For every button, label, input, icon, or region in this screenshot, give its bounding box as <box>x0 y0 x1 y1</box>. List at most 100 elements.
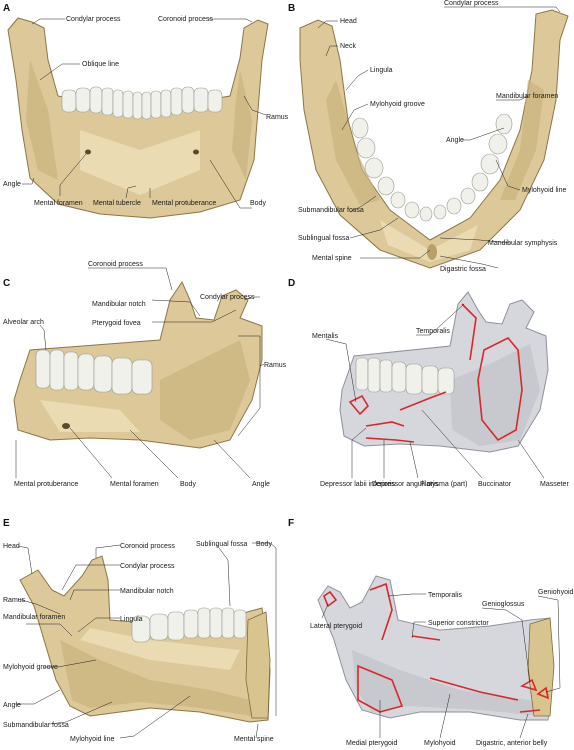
label-e-sublingual-fossa: Sublingual fossa <box>196 541 247 548</box>
temporalis-outline <box>461 303 477 361</box>
teeth-row-a <box>61 86 223 120</box>
temporalis-outline-f <box>369 582 393 641</box>
depressor-labii-outline <box>365 421 405 427</box>
label-c-alveolar-arch: Alveolar arch <box>3 319 44 326</box>
label-d-mentalis: Mentalis <box>312 333 339 340</box>
label-b-condylar-process: Condylar process <box>444 0 499 7</box>
label-c-ramus: Ramus <box>264 362 287 369</box>
label-e-condylar-process: Condylar process <box>120 563 175 570</box>
label-f-digastric-anterior-belly: Digastric, anterior belly <box>476 740 548 747</box>
label-a-coronoid-process: Coronoid process <box>158 16 213 23</box>
label-e-lingula: Lingula <box>120 616 143 623</box>
label-c-angle: Angle <box>252 481 270 488</box>
mandible-posterior-illustration <box>299 9 569 269</box>
label-c-mandibular-notch: Mandibular notch <box>92 301 146 308</box>
label-f-lateral-pterygoid: Lateral pterygoid <box>310 623 362 630</box>
label-d-buccinator: Buccinator <box>478 481 512 488</box>
label-e-body: Body <box>256 541 272 548</box>
label-e-mylohyoid-groove: Mylohyoid groove <box>3 664 58 671</box>
teeth-row-d <box>355 357 455 395</box>
label-b-sublingual-fossa: Sublingual fossa <box>298 235 349 242</box>
mandible-lateral-muscles-illustration <box>339 291 549 453</box>
symphysis-section-e <box>245 611 271 719</box>
label-e-submandibular-fossa: Submandibular fossa <box>3 722 69 729</box>
label-d-platysma: Platysma (part) <box>420 481 467 488</box>
geniohyoid-outline <box>536 686 550 700</box>
label-d-depressor-labii-inferioris: Depressor labii inferioris <box>320 481 396 488</box>
superior-constrictor-outline <box>411 635 441 641</box>
teeth-row-b <box>351 113 513 222</box>
label-a-angle: Angle <box>3 181 21 188</box>
mylohyoid-outline <box>429 677 519 701</box>
label-b-lingula: Lingula <box>370 67 393 74</box>
digastric-outline <box>519 709 541 713</box>
mandible-anterior-illustration <box>7 17 269 219</box>
label-a-condylar-process: Condylar process <box>66 16 121 23</box>
panel-f: F Temporalis Genioglossus Geniohyoid Sup… <box>288 518 574 747</box>
label-e-mental-spine: Mental spine <box>234 736 274 743</box>
label-f-medial-pterygoid: Medial pterygoid <box>346 740 397 747</box>
teeth-row-e <box>131 607 247 643</box>
label-a-body: Body <box>250 200 266 207</box>
medial-pterygoid-outline <box>357 664 404 713</box>
mandible-medial-illustration <box>19 555 271 723</box>
label-a-ramus: Ramus <box>266 114 289 121</box>
label-b-mylohyoid-groove: Mylohyoid groove <box>370 101 425 108</box>
panel-a-letter: A <box>3 3 10 14</box>
label-b-angle: Angle <box>446 137 464 144</box>
label-e-mandibular-foramen: Mandibular foramen <box>3 614 65 621</box>
label-e-mylohyoid-line: Mylohyoid line <box>70 736 114 743</box>
platysma-outline <box>365 437 415 443</box>
label-e-mandibular-foramen-text: Mandibular foramen <box>3 614 65 621</box>
panel-c: C Coronoid process Con <box>3 261 287 488</box>
panel-e: E <box>3 518 277 743</box>
panel-e-letter: E <box>3 518 10 529</box>
label-f-genioglossus: Genioglossus <box>482 601 525 608</box>
label-a-mental-foramen: Mental foramen <box>34 200 83 207</box>
panel-b: B <box>288 0 569 273</box>
label-e-head: Head <box>3 543 20 550</box>
mental-foramen-lateral-marker <box>62 423 70 429</box>
panel-c-letter: C <box>3 278 10 289</box>
teeth-row-c <box>35 349 153 395</box>
label-c-mental-foramen: Mental foramen <box>110 481 159 488</box>
label-f-mylohyoid: Mylohyoid <box>424 740 456 747</box>
label-b-submandibular-fossa: Submandibular fossa <box>298 207 364 214</box>
label-b-head: Head <box>340 18 357 25</box>
label-c-mental-protuberance: Mental protuberance <box>14 481 78 488</box>
label-b-neck: Neck <box>340 43 356 50</box>
label-e-ramus: Ramus <box>3 597 26 604</box>
symphysis-section-f <box>527 617 555 717</box>
label-e-angle: Angle <box>3 702 21 709</box>
label-a-mental-tubercle: Mental tubercle <box>93 200 141 207</box>
label-b-mental-spine: Mental spine <box>312 255 352 262</box>
panel-b-letter: B <box>288 3 295 14</box>
mental-foramen-left-marker <box>85 149 91 155</box>
panel-f-letter: F <box>288 518 294 529</box>
label-e-coronoid-process: Coronoid process <box>120 543 175 550</box>
genioglossus-outline <box>520 678 538 692</box>
label-f-temporalis: Temporalis <box>428 592 462 599</box>
label-d-masseter: Masseter <box>540 481 569 488</box>
panel-d-letter: D <box>288 278 295 289</box>
label-c-condylar-process: Condylar process <box>200 294 255 301</box>
mental-foramen-right-marker <box>193 149 199 155</box>
label-f-geniohyoid: Geniohyoid <box>538 589 574 596</box>
label-b-mylohyoid-line: Mylohyoid line <box>522 187 566 194</box>
label-e-mandibular-notch: Mandibular notch <box>120 588 174 595</box>
label-a-mental-protuberance: Mental protuberance <box>152 200 216 207</box>
mentalis-outline <box>348 394 370 416</box>
label-b-mandibular-foramen: Mandibular foramen <box>496 93 558 100</box>
panel-d: D Mentalis Tem <box>288 278 569 488</box>
label-c-coronoid-process: Coronoid process <box>88 261 143 268</box>
mental-spine-marker <box>427 244 437 260</box>
buccinator-outline <box>399 391 447 411</box>
label-b-mandibular-symphysis: Mandibular symphysis <box>488 240 558 247</box>
label-d-depressor-anguli-oris: Depressor anguli oris <box>372 481 439 488</box>
lateral-pterygoid-outline <box>323 590 338 608</box>
mandible-lateral-illustration <box>13 280 263 449</box>
label-b-digastric-fossa: Digastric fossa <box>440 266 486 273</box>
label-f-superior-constrictor: Superior constrictor <box>428 620 489 627</box>
label-a-oblique-line: Oblique line <box>82 61 119 68</box>
